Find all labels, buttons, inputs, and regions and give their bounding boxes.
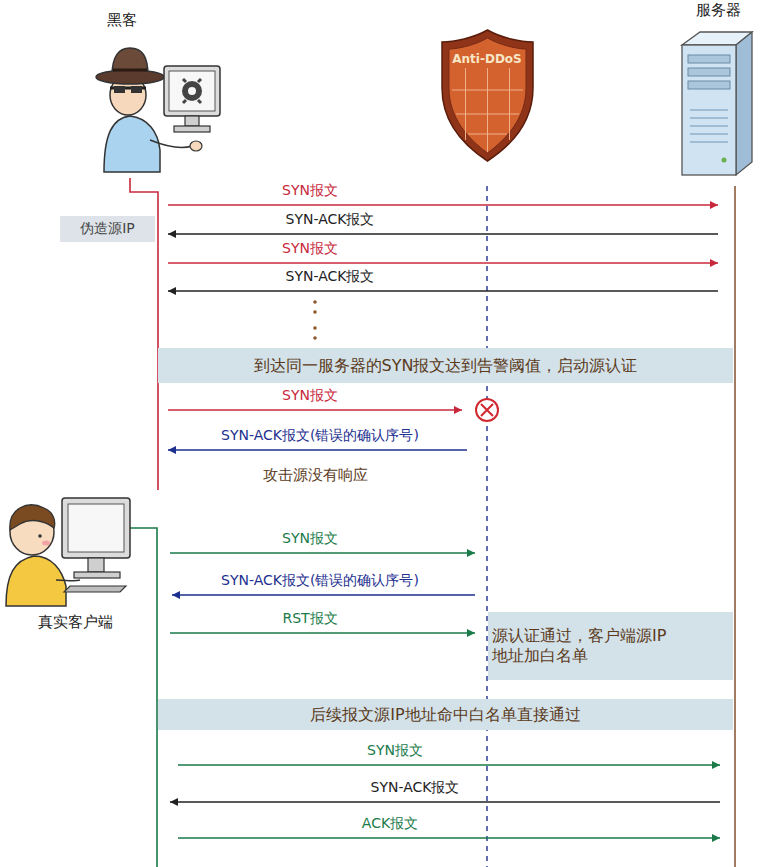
message-label: RST报文 [282,610,337,626]
message-arrow [168,449,467,451]
label-holder: SYN报文 [282,528,338,548]
message-label: ACK报文 [362,815,418,831]
message-arrow [168,233,718,235]
actor-label: 黑客 [107,11,137,30]
message-arrow [168,262,718,264]
server-lifeline [734,186,736,867]
message-arrow [170,632,475,634]
message-label: SYN-ACK报文(错误的确认序号) [221,572,419,588]
label-holder: SYN报文 [282,180,338,200]
firewall-shield: Anti-DDoS [452,52,521,67]
message-arrow [178,837,720,839]
note-band: 伪造源IP [60,216,155,242]
phase-band: 后续报文源IP地址命中白名单直接通过 [158,699,733,730]
label-holder: SYN-ACK报文(错误的确认序号) [221,425,419,445]
ellipsis-dots [313,300,317,340]
message-label: SYN-ACK报文(错误的确认序号) [221,427,419,443]
firewall-node: Anti-DDoS [440,28,535,163]
label-holder: RST报文 [282,608,337,628]
label-holder: SYN报文 [282,385,338,405]
shield-outline [440,28,535,163]
message-arrow [172,594,475,596]
shield-grid [452,68,523,152]
shield-rim [442,30,533,161]
label-holder: SYN-ACK报文 [286,266,375,286]
message-label: SYN报文 [282,240,338,256]
label-holder: SYN-ACK报文(错误的确认序号) [221,570,419,590]
drop-symbol [476,399,498,421]
message-label: SYN报文 [367,742,423,758]
hacker-figure [96,48,220,172]
band-text: 源认证通过，客户端源IP 地址加白名单 [492,626,680,666]
message-label: SYN报文 [282,387,338,403]
actor-node: 真实客户端 [0,490,150,640]
message-arrow [168,204,718,206]
message-arrow [178,764,720,766]
message-label: SYN-ACK报文 [286,268,375,284]
message-label: SYN-ACK报文 [371,779,460,795]
message-label: SYN报文 [282,530,338,546]
actor-node: 服务器 [678,0,758,178]
label-holder: SYN报文 [282,238,338,258]
band-text: 到达同一服务器的SYN报文达到告警阈值，启动源认证 [254,356,638,376]
note-band: 源认证通过，客户端源IP 地址加白名单 [488,612,733,680]
label-holder: ACK报文 [362,813,418,833]
shield-face [449,38,526,153]
message-arrow [168,290,718,292]
client-figure [6,498,130,606]
message-arrow [170,801,720,803]
actor-label: 真实客户端 [38,613,113,632]
label-holder: 攻击源没有响应 [263,465,368,485]
server-figure [682,32,752,175]
message-label: SYN-ACK报文 [286,211,375,227]
message-arrow [170,552,475,554]
actor-label: 服务器 [696,1,741,20]
note-label: 攻击源没有响应 [263,466,368,484]
label-holder: SYN报文 [367,740,423,760]
label-holder: SYN-ACK报文 [286,209,375,229]
actor-node: 黑客 [90,10,230,178]
client-lifeline [130,528,157,867]
message-label: SYN报文 [282,182,338,198]
band-text: 后续报文源IP地址命中白名单直接通过 [310,705,580,725]
phase-band: 到达同一服务器的SYN报文达到告警阈值，启动源认证 [158,348,733,383]
label-holder: SYN-ACK报文 [371,777,460,797]
band-text: 伪造源IP [80,220,135,238]
message-arrow [168,409,462,411]
